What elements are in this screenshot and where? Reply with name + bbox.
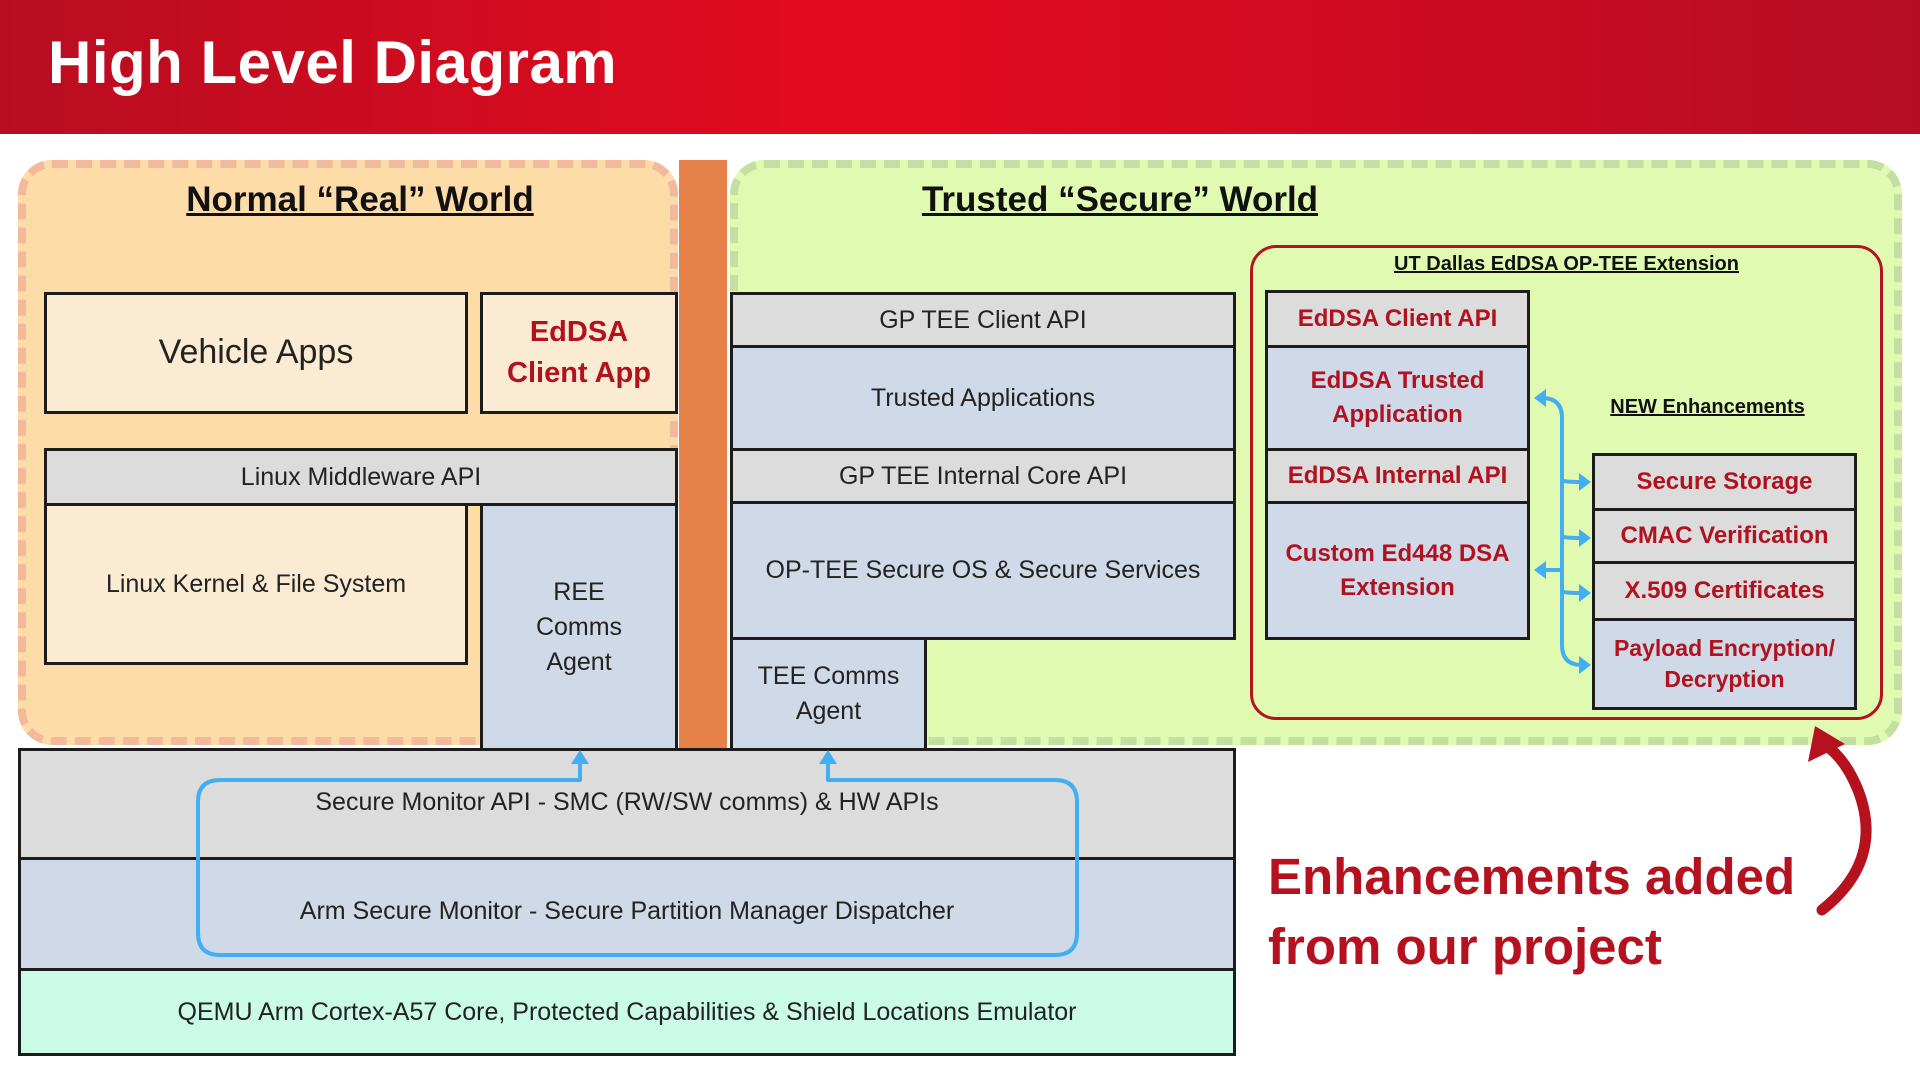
gp-tee-client-api-box: GP TEE Client API	[730, 292, 1236, 348]
trusted-applications-box: Trusted Applications	[730, 345, 1236, 451]
ree-comms-agent-box: REE Comms Agent	[480, 503, 678, 751]
enhancements-callout: Enhancements added from our project	[1268, 842, 1828, 982]
optee-os-box: OP-TEE Secure OS & Secure Services	[730, 501, 1236, 640]
eddsa-trusted-app-box: EdDSA Trusted Application	[1265, 345, 1530, 451]
gp-tee-internal-core-api-box: GP TEE Internal Core API	[730, 448, 1236, 504]
custom-ed448-box: Custom Ed448 DSA Extension	[1265, 501, 1530, 640]
callout-line-2: from our project	[1268, 918, 1662, 975]
callout-arrow-path	[1816, 739, 1872, 916]
qemu-box: QEMU Arm Cortex-A57 Core, Protected Capa…	[18, 968, 1236, 1056]
linux-kernel-box: Linux Kernel & File System	[44, 503, 468, 665]
header-bar	[0, 0, 1920, 134]
page-title: High Level Diagram	[48, 29, 618, 96]
extension-frame	[1250, 245, 1883, 720]
enhancement-secure-storage: Secure Storage	[1592, 453, 1857, 511]
extension-title: UT Dallas EdDSA OP-TEE Extension	[1394, 253, 1739, 275]
vehicle-apps-box: Vehicle Apps	[44, 292, 468, 414]
callout-line-1: Enhancements added	[1268, 848, 1796, 905]
enhancement-x509-certificates: X.509 Certificates	[1592, 561, 1857, 621]
secure-world-title: Trusted “Secure” World	[921, 180, 1319, 219]
eddsa-client-app-box: EdDSA Client App	[480, 292, 678, 414]
enhancement-payload-encryption: Payload Encryption/ Decryption	[1592, 618, 1857, 710]
eddsa-client-api-box: EdDSA Client API	[1265, 290, 1530, 348]
eddsa-internal-api-box: EdDSA Internal API	[1265, 448, 1530, 504]
normal-world-title: Normal “Real” World	[186, 180, 534, 219]
tee-comms-agent-box: TEE Comms Agent	[730, 637, 927, 751]
arm-secure-monitor-label: Arm Secure Monitor - Secure Partition Ma…	[299, 897, 955, 925]
linux-middleware-api-box: Linux Middleware API	[44, 448, 678, 506]
enhancement-cmac-verification: CMAC Verification	[1592, 508, 1857, 564]
new-enhancements-title: NEW Enhancements	[1610, 396, 1805, 418]
world-divider	[679, 160, 727, 748]
secure-monitor-api-label: Secure Monitor API - SMC (RW/SW comms) &…	[315, 788, 939, 816]
